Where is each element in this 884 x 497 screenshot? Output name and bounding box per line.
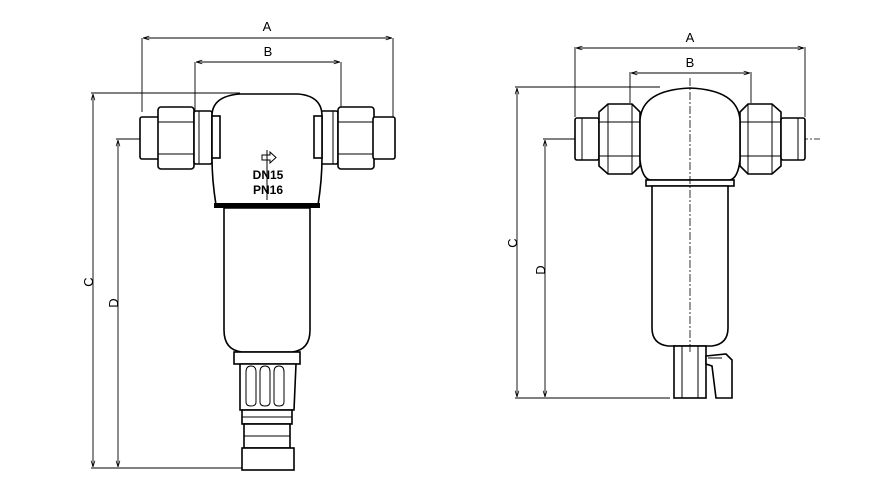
left-dimension-d: D <box>106 138 142 467</box>
right-outlet-connector <box>319 106 396 170</box>
right-dimension-c: C <box>505 86 670 399</box>
right-dimension-a: A <box>574 30 806 117</box>
left-dimension-a: A <box>141 19 394 122</box>
left-dimension-b: B <box>194 44 342 114</box>
right-dimension-b: B <box>629 55 752 103</box>
pressure-rating-marking: PN16 <box>253 183 283 197</box>
left-dim-a-label: A <box>263 19 272 34</box>
right-dimension-d: D <box>533 138 575 397</box>
left-dim-b-label: B <box>264 44 273 59</box>
left-dim-d-label: D <box>106 298 121 307</box>
flow-direction-icon <box>261 150 277 165</box>
left-dim-c-label: C <box>81 277 96 286</box>
right-filter-view: A B C D <box>505 30 820 399</box>
left-inlet-connector <box>139 106 213 170</box>
right-dim-c-label: C <box>505 238 520 247</box>
left-filter-view: A B C D <box>81 19 396 471</box>
right-view-left-connector <box>574 103 641 175</box>
right-view-right-connector <box>739 103 806 175</box>
right-view-filter-bowl <box>651 185 733 399</box>
drain-adapter <box>233 351 301 471</box>
right-dim-a-label: A <box>686 30 695 45</box>
left-dimension-c: C <box>81 92 245 469</box>
right-dim-b-label: B <box>686 55 695 70</box>
filter-head: DN15 PN16 <box>211 93 323 225</box>
filter-bowl <box>223 207 311 353</box>
nominal-diameter-marking: DN15 <box>253 168 284 182</box>
right-dim-d-label: D <box>533 265 548 274</box>
